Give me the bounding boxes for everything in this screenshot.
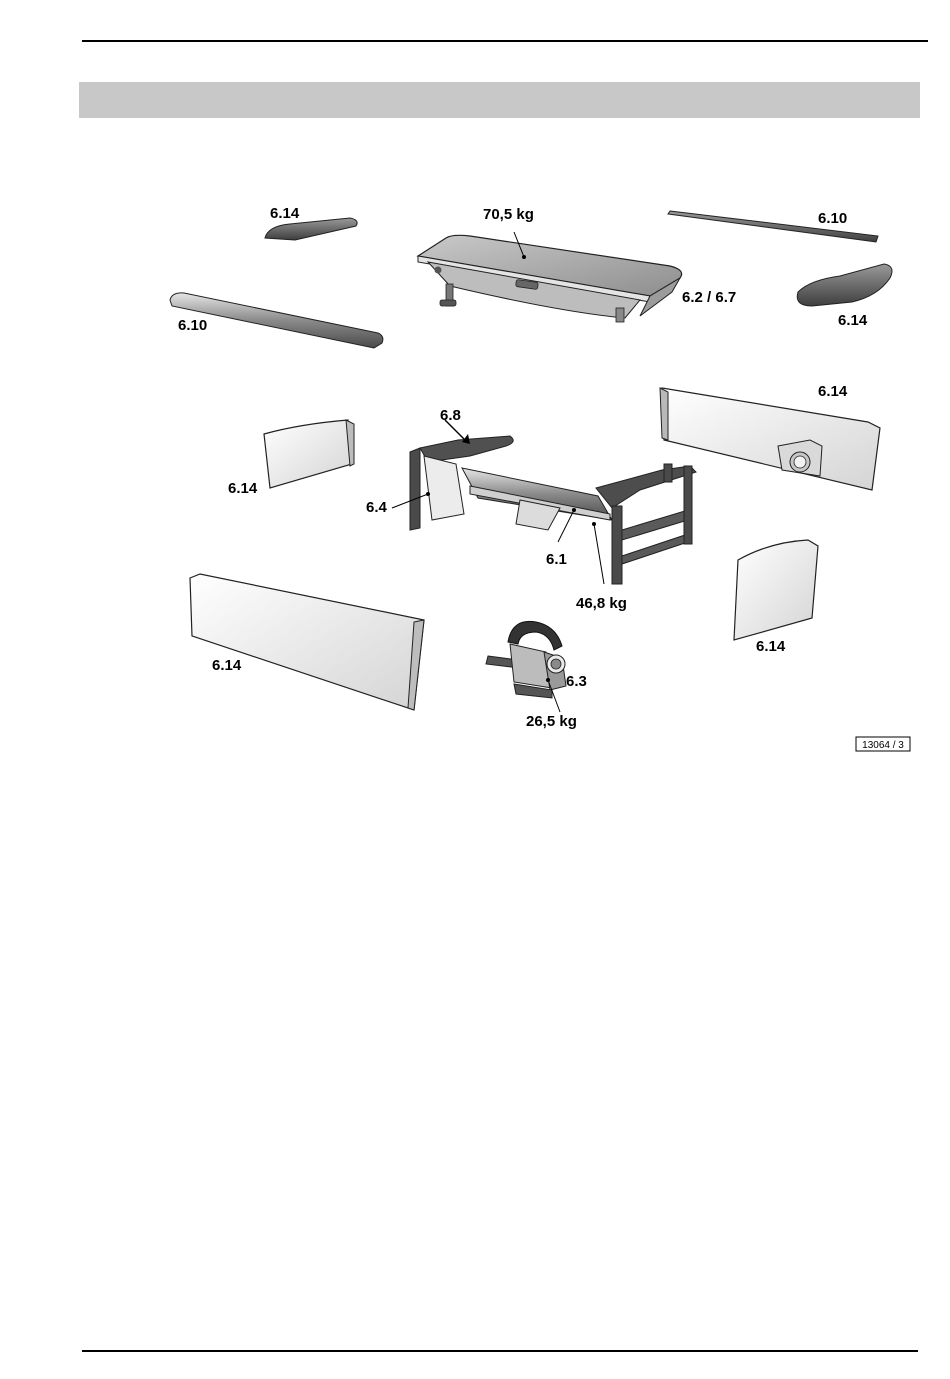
- cover-piece-right: [797, 264, 892, 306]
- pump-unit: [486, 621, 566, 712]
- label-6-14-front: 6.14: [212, 657, 242, 674]
- side-panel-right-large: [660, 388, 880, 490]
- footer-rule: [82, 1350, 918, 1352]
- side-panel-left-small: [264, 420, 354, 488]
- lid-assembly: [418, 232, 682, 322]
- label-6-8: 6.8: [440, 407, 461, 424]
- label-lid-ref: 6.2 / 6.7: [682, 289, 736, 306]
- base-frame: [392, 420, 696, 584]
- label-frame-weight: 46,8 kg: [576, 595, 627, 612]
- label-6-4: 6.4: [366, 499, 388, 516]
- label-lid-weight: 70,5 kg: [483, 206, 534, 223]
- label-6-3: 6.3: [566, 673, 587, 690]
- label-6-14-right: 6.14: [838, 312, 868, 329]
- figure-reference: 13064 / 3: [862, 740, 904, 751]
- label-6-14-right-large: 6.14: [818, 383, 848, 400]
- label-6-10-top-right: 6.10: [818, 210, 847, 227]
- label-6-14-left-small: 6.14: [228, 480, 258, 497]
- side-panel-right-small: [734, 540, 818, 640]
- label-6-10-left: 6.10: [178, 317, 207, 334]
- label-pump-weight: 26,5 kg: [526, 713, 577, 730]
- front-panel: [190, 574, 424, 710]
- label-6-14-bottom-right: 6.14: [756, 638, 786, 655]
- figure-reference-box: 13064 / 3: [856, 737, 910, 751]
- label-6-1: 6.1: [546, 551, 567, 568]
- label-6-14-top-left: 6.14: [270, 205, 300, 222]
